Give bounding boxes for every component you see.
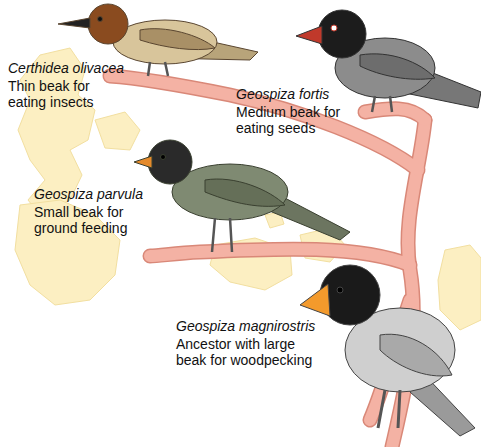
beak-description: Medium beak for eating seeds	[236, 104, 348, 136]
beak-description: Thin beak for eating insects	[8, 78, 118, 110]
species-name: Certhidea olivacea	[8, 60, 158, 76]
beak-description: Ancestor with large beak for woodpecking	[176, 336, 326, 368]
phylogeny-tree	[110, 76, 425, 447]
species-name: Geospiza magnirostris	[176, 318, 356, 334]
beak-description: Small beak for ground feeding	[34, 204, 146, 236]
large-ground-finch	[300, 265, 475, 436]
species-name: Geospiza fortis	[236, 86, 386, 102]
species-name: Geospiza parvula	[34, 186, 184, 202]
small-tree-finch	[134, 140, 350, 252]
